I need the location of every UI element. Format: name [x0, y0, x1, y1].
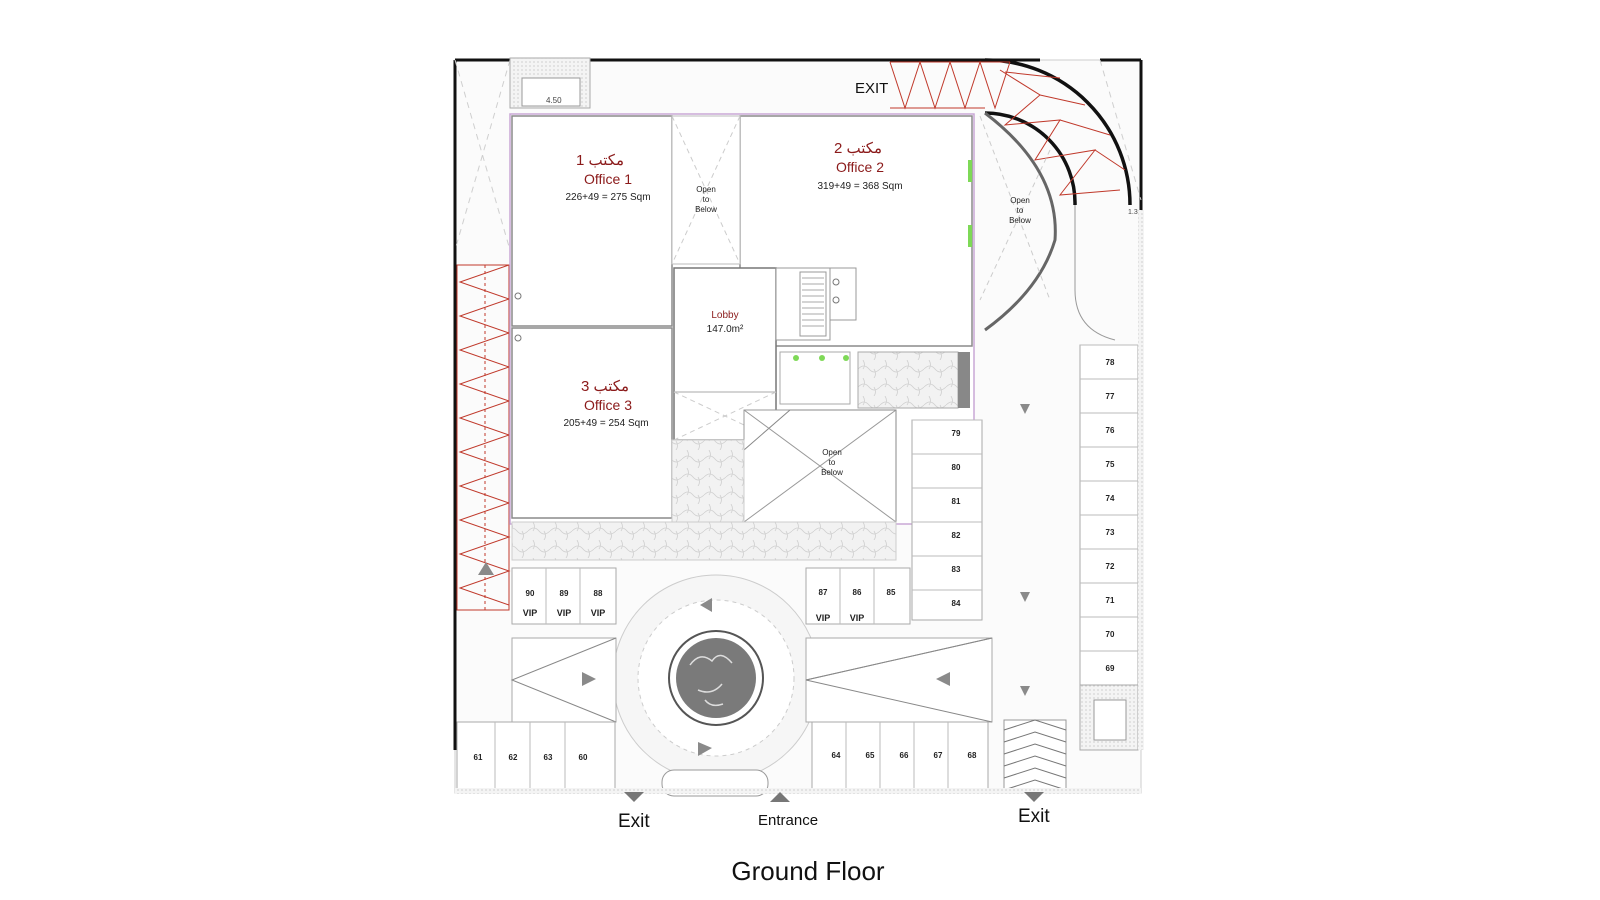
left-ramp-hatch — [456, 264, 511, 611]
parking-stall-number: 65 — [866, 751, 875, 760]
svg-text:Below: Below — [1009, 216, 1031, 225]
office-1-area: 226+49 = 275 Sqm — [565, 192, 650, 203]
svg-text:Open: Open — [696, 185, 716, 194]
office-1-label: مكتب 1 Office 1 226+49 = 275 Sqm — [565, 152, 650, 203]
parking-stall-number: 75 — [1106, 460, 1115, 469]
parking-stall-number: 72 — [1106, 562, 1115, 571]
direction-arrows — [478, 404, 1044, 802]
parking-numbers-middle: 79 80 81 82 83 84 — [952, 429, 961, 608]
exit-left-label: Exit — [618, 811, 650, 832]
parking-stall-number: 63 — [544, 753, 553, 762]
roundabout — [510, 574, 993, 797]
parking-stall-number: 89 — [560, 589, 569, 598]
vip-label: VIP — [591, 608, 606, 618]
plan-title: Ground Floor — [731, 856, 885, 886]
parking-numbers-right: 78 77 76 75 74 73 72 71 70 69 — [1106, 358, 1115, 673]
open-to-below-3: Open to Below — [821, 448, 843, 477]
parking-stall-number: 80 — [952, 463, 961, 472]
exit-ramp-hatch — [889, 60, 1126, 196]
lobby-name: Lobby — [711, 310, 738, 321]
parking-stall-number: 88 — [594, 589, 603, 598]
parking-numbers-bottom-left: 61 62 63 60 — [474, 753, 588, 762]
parking-stall-number: 84 — [952, 599, 961, 608]
svg-text:Open: Open — [1010, 196, 1030, 205]
parking-stall-number: 85 — [887, 588, 896, 597]
parking-stall-number: 78 — [1106, 358, 1115, 367]
svg-text:to: to — [1017, 206, 1024, 215]
parking-stall-number: 67 — [934, 751, 943, 760]
parking-bottom — [455, 719, 1141, 794]
open-to-below-right — [979, 115, 1051, 301]
office-2-area: 319+49 = 368 Sqm — [817, 181, 902, 192]
parking-stall-number: 87 — [819, 588, 828, 597]
stair-box-top: 4.50 — [509, 57, 591, 109]
parking-right-column — [1079, 210, 1144, 751]
office-3-room — [511, 327, 673, 519]
open-to-below-1: Open to Below — [695, 185, 717, 214]
vip-label: VIP — [816, 613, 831, 623]
office-2-name: Office 2 — [836, 159, 884, 175]
parking-stall-number: 83 — [952, 565, 961, 574]
parking-stall-number: 90 — [526, 589, 535, 598]
svg-text:to: to — [829, 458, 836, 467]
svg-text:Open: Open — [822, 448, 842, 457]
parking-stall-number: 64 — [832, 751, 841, 760]
parking-stall-number: 66 — [900, 751, 909, 760]
parking-stall-number: 86 — [853, 588, 862, 597]
office-1-arabic: مكتب 1 — [576, 152, 624, 169]
building — [509, 113, 975, 561]
office-3-arabic: مكتب 3 — [581, 378, 629, 395]
vip-label: VIP — [557, 608, 572, 618]
entrance-label: Entrance — [758, 812, 818, 829]
parking-stall-number: 77 — [1106, 392, 1115, 401]
office-1-room — [511, 115, 673, 327]
vip-label: VIP — [850, 613, 865, 623]
vip-blocks — [511, 567, 911, 625]
parking-stall-number: 60 — [579, 753, 588, 762]
office-3-label: مكتب 3 Office 3 205+49 = 254 Sqm — [563, 378, 648, 429]
svg-text:Below: Below — [821, 468, 843, 477]
office-3-area: 205+49 = 254 Sqm — [563, 418, 648, 429]
dimension-right: 1.3 — [1128, 209, 1138, 216]
exit-right-label: Exit — [1018, 806, 1050, 827]
lobby-area: 147.0m² — [707, 324, 744, 335]
parking-stall-number: 82 — [952, 531, 961, 540]
svg-text:to: to — [703, 195, 710, 204]
parking-stall-number: 73 — [1106, 528, 1115, 537]
parking-stall-number: 79 — [952, 429, 961, 438]
svg-text:Below: Below — [695, 205, 717, 214]
open-to-below-2: Open to Below — [1009, 196, 1031, 225]
parking-stall-number: 68 — [968, 751, 977, 760]
parking-stall-number: 76 — [1106, 426, 1115, 435]
parking-stall-number: 71 — [1106, 596, 1115, 605]
dimension-label: 4.50 — [546, 96, 562, 105]
parking-stall-number: 61 — [474, 753, 483, 762]
office-2-label: مكتب 2 Office 2 319+49 = 368 Sqm — [817, 140, 902, 192]
parking-stall-number: 74 — [1106, 494, 1115, 503]
office-1-name: Office 1 — [584, 171, 632, 187]
exit-top-label: EXIT — [855, 80, 888, 97]
parking-stall-number: 70 — [1106, 630, 1115, 639]
parking-stall-number: 62 — [509, 753, 518, 762]
parking-numbers-bottom-right: 64 65 66 67 68 — [832, 751, 977, 760]
lobby-label: Lobby 147.0m² — [707, 310, 744, 335]
office-2-arabic: مكتب 2 — [834, 140, 882, 157]
parking-middle-column — [911, 419, 983, 621]
parking-stall-number: 81 — [952, 497, 961, 506]
parking-stall-number: 69 — [1106, 664, 1115, 673]
vip-label: VIP — [523, 608, 538, 618]
office-3-name: Office 3 — [584, 397, 632, 413]
